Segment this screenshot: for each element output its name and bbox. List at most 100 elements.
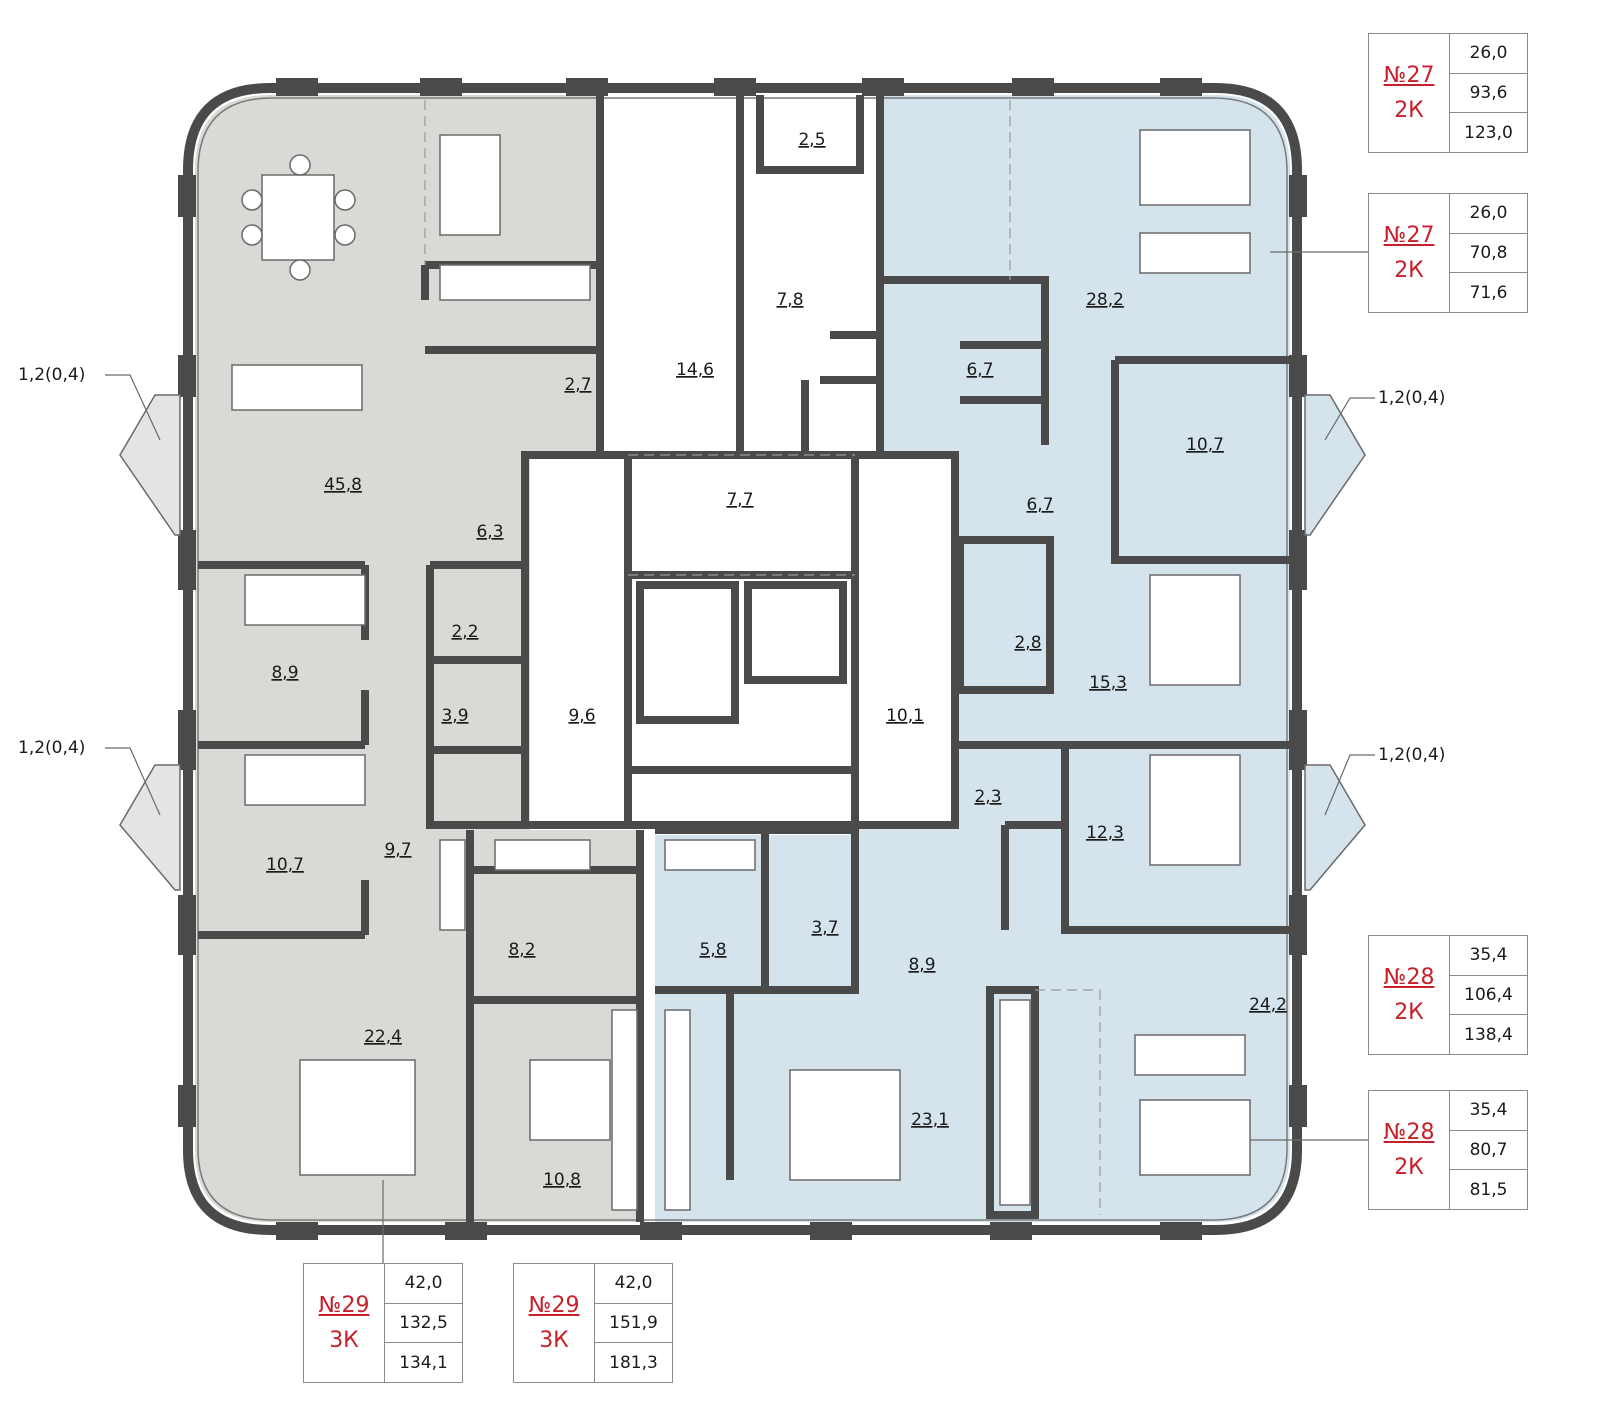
outer-walls [183,83,1302,1235]
shaft-wall [736,95,884,455]
pier [178,895,196,955]
room-area-stair: 14,6 [676,360,714,380]
balcony-left-bottom [119,764,181,891]
wall [951,741,1289,934]
room-area-living: 45,8 [324,475,362,495]
pier [1160,1222,1202,1240]
dining-table-icon [1139,129,1251,206]
apartment-type: 2К [1394,1000,1424,1025]
room-area-corridor-core-left: 9,6 [568,706,595,726]
pier [1289,175,1307,217]
outer-wall-inner-line [197,97,1288,1221]
pier [714,78,756,96]
apartment-number: №28 [1383,965,1435,990]
wall [956,536,1054,694]
sofa-icon [231,364,363,411]
room-area-wc-left: 2,2 [451,622,478,642]
pier [178,175,196,217]
wall [426,561,529,829]
dining-table-icon [1139,1099,1251,1176]
facade-piers [178,78,1307,1240]
wardrobe-icon [439,839,466,931]
area-value: 81,5 [1469,1179,1508,1200]
pier [1289,710,1307,770]
area-value: 123,0 [1464,122,1513,143]
apartment-number: №29 [318,1293,370,1318]
room-area-bedroom-bottom-right: 23,1 [911,1110,949,1130]
balcony-area-right-top: 1,2(0,4) [1378,388,1445,408]
room-area-hall-left: 6,3 [476,522,503,542]
apartment-type: 2К [1394,98,1424,123]
room-area-lift-hall: 7,7 [726,490,753,510]
pier [1160,78,1202,96]
outer-wall [183,83,1302,1235]
room-area-storage-right: 2,3 [974,787,1001,807]
service-wall [801,331,880,455]
pier [178,710,196,770]
area-value: 71,6 [1469,282,1508,303]
balcony-area-left-top: 1,2(0,4) [18,365,85,385]
balcony-right-top [1304,394,1366,536]
room-area-wc-bottom: 3,7 [811,918,838,938]
room-area-bedroom-bottom-left: 22,4 [364,1027,402,1047]
pier [1289,355,1307,397]
bed-icon [244,574,366,626]
room-area-wc-right: 2,8 [1014,633,1041,653]
area-value: 26,0 [1450,194,1527,234]
sofa-icon [1139,232,1251,274]
leader-lines [105,251,1375,1270]
pier [276,78,318,96]
wall [198,561,369,939]
zone-line [1035,989,1101,1215]
kitchen-island-icon [439,134,501,236]
elevator-shaft [744,581,847,684]
pier [420,78,462,96]
area-value: 151,9 [595,1304,672,1344]
sofa-icon [1134,1034,1246,1076]
chair-icon [334,224,356,246]
room-area-bath-bottom-mid: 5,8 [699,940,726,960]
balcony-area-right-bottom: 1,2(0,4) [1378,745,1445,765]
balconies [119,394,1366,891]
area-value: 132,5 [385,1304,462,1344]
pier [445,1222,487,1240]
balcony-area-left-bottom: 1,2(0,4) [18,738,85,758]
bed-icon [789,1069,901,1181]
elevator-shaft [636,581,739,724]
balcony-labels: 1,2(0,4) 1,2(0,4) 1,2(0,4) 1,2(0,4) [18,365,1445,765]
wardrobe-icon [611,1009,638,1211]
balcony-right-bottom [1304,764,1366,891]
area-value: 35,4 [1450,936,1527,976]
bathtub-icon [664,839,756,871]
chair-icon [289,259,311,281]
pier [178,1085,196,1127]
wall [466,830,644,1222]
area-value: 93,6 [1450,74,1527,114]
pier [276,1222,318,1240]
room-area-lobby: 7,8 [776,290,803,310]
room-area-bath-left: 3,9 [441,706,468,726]
bed-icon [1149,574,1241,686]
area-value: 35,4 [1450,1091,1527,1131]
kitchen-counter-icon [999,999,1031,1206]
apartment-number: №29 [528,1293,580,1318]
room-area-bedroom-right-low: 12,3 [1086,823,1124,843]
core-divider [624,455,859,825]
wall [986,986,1039,1219]
area-value: 138,4 [1464,1024,1513,1045]
balcony-left-top [119,394,181,536]
apartment-type: 3К [539,1328,569,1353]
pier [1289,895,1307,955]
chair-icon [241,189,263,211]
pier [1289,1085,1307,1127]
dining-table-icon [261,174,335,261]
chair-icon [289,154,311,176]
area-value: 134,1 [399,1352,448,1373]
bed-icon [1149,754,1241,866]
apartment-number: №28 [1383,1120,1435,1145]
zone-line [628,454,855,576]
apartment-number: №27 [1383,63,1435,88]
